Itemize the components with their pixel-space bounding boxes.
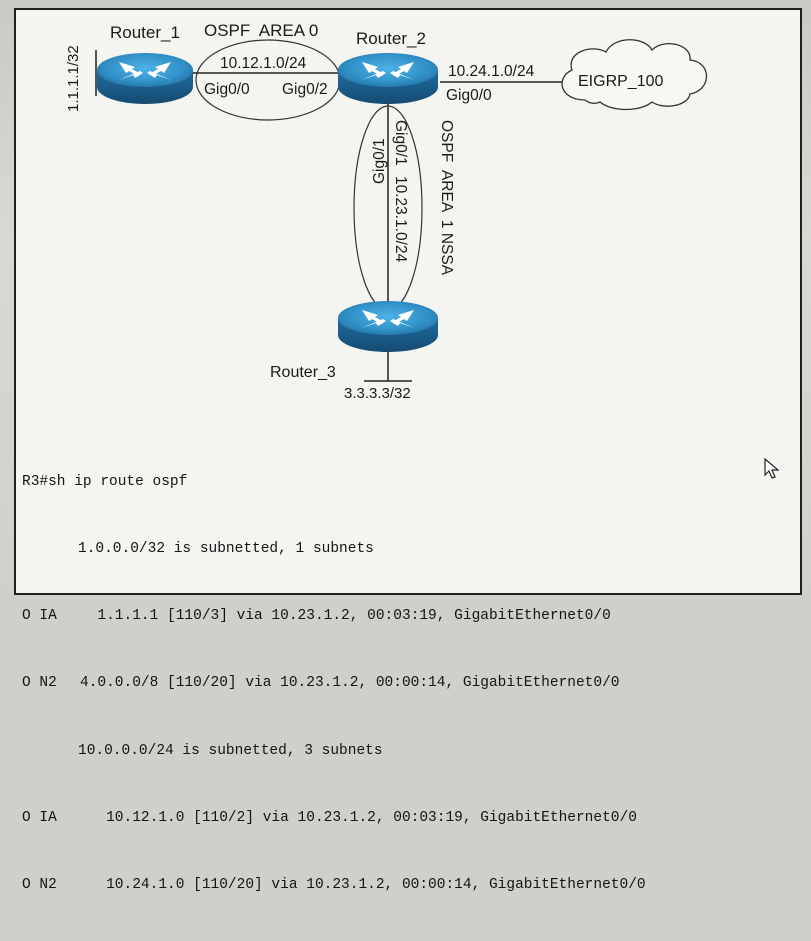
route-text: 4.0.0.0/8 [110/20] via 10.23.1.2, 00:00:…: [80, 675, 620, 692]
area1-label: OSPF AREA 1 NSSA: [438, 120, 455, 276]
r1-gig-label: Gig0/0: [204, 81, 250, 98]
route-code: O IA: [22, 608, 57, 625]
router-3-icon[interactable]: [338, 301, 438, 352]
area0-label: OSPF AREA 0: [204, 21, 318, 40]
route-text: 10.12.1.0 [110/2] via 10.23.1.2, 00:03:1…: [80, 809, 637, 826]
route-code: O N2: [22, 877, 57, 894]
router-3-loopback-label: 3.3.3.3/32: [344, 385, 411, 402]
link-r1-r2-subnet: 10.12.1.0/24: [220, 55, 307, 72]
link-r2-eigrp-subnet: 10.24.1.0/24: [448, 63, 535, 80]
router-1-label: Router_1: [110, 23, 180, 42]
area0-ellipse: [195, 39, 341, 121]
router-2-icon[interactable]: [338, 53, 438, 104]
route-code: O N2: [22, 675, 57, 692]
route-line: O IA 1.1.1.1 [110/3] via 10.23.1.2, 00:0…: [22, 605, 792, 627]
link-r2-r3-subnet: 10.23.1.0/24: [392, 176, 409, 263]
r2-eigrp-gig-label: Gig0/0: [446, 87, 492, 104]
r2-gig01-label: Gig0/1: [392, 120, 409, 166]
route-line: 10.0.0.0/24 is subnetted, 3 subnets: [22, 740, 792, 762]
route-line: O N2 10.24.1.0 [110/20] via 10.23.1.2, 0…: [22, 874, 792, 896]
eigrp-label: EIGRP_100: [578, 73, 663, 90]
screen: Router_1 OSPF AREA 0 Router_2 1.1.1.1/32…: [0, 0, 811, 893]
router-3-label: Router_3: [270, 364, 336, 381]
route-line: O IA 10.12.1.0 [110/2] via 10.23.1.2, 00…: [22, 807, 792, 829]
route-line: 1.0.0.0/32 is subnetted, 1 subnets: [22, 538, 792, 560]
r3-gig01-label: Gig0/1: [371, 138, 388, 184]
router-1-icon[interactable]: [97, 53, 193, 104]
route-text: 10.24.1.0 [110/20] via 10.23.1.2, 00:00:…: [80, 877, 646, 894]
eigrp-cloud: [561, 39, 707, 111]
mouse-cursor-icon: [764, 458, 780, 479]
route-code: O IA: [22, 809, 57, 826]
router-1-loopback-label: 1.1.1.1/32: [65, 45, 82, 112]
router-2-label: Router_2: [356, 29, 426, 48]
route-text: 1.1.1.1 [110/3] via 10.23.1.2, 00:03:19,…: [80, 608, 611, 625]
route-text: 1.0.0.0/32 is subnetted, 1 subnets: [78, 541, 374, 558]
network-diagram: Router_1 OSPF AREA 0 Router_2 1.1.1.1/32…: [65, 21, 707, 402]
terminal-command: R3#sh ip route ospf: [22, 473, 188, 490]
r2-gig-label: Gig0/2: [282, 81, 328, 98]
terminal-output: R3#sh ip route ospf 1.0.0.0/32 is subnet…: [22, 426, 792, 941]
route-text: 10.0.0.0/24 is subnetted, 3 subnets: [78, 742, 383, 759]
route-line: O N2 4.0.0.0/8 [110/20] via 10.23.1.2, 00…: [22, 672, 792, 694]
